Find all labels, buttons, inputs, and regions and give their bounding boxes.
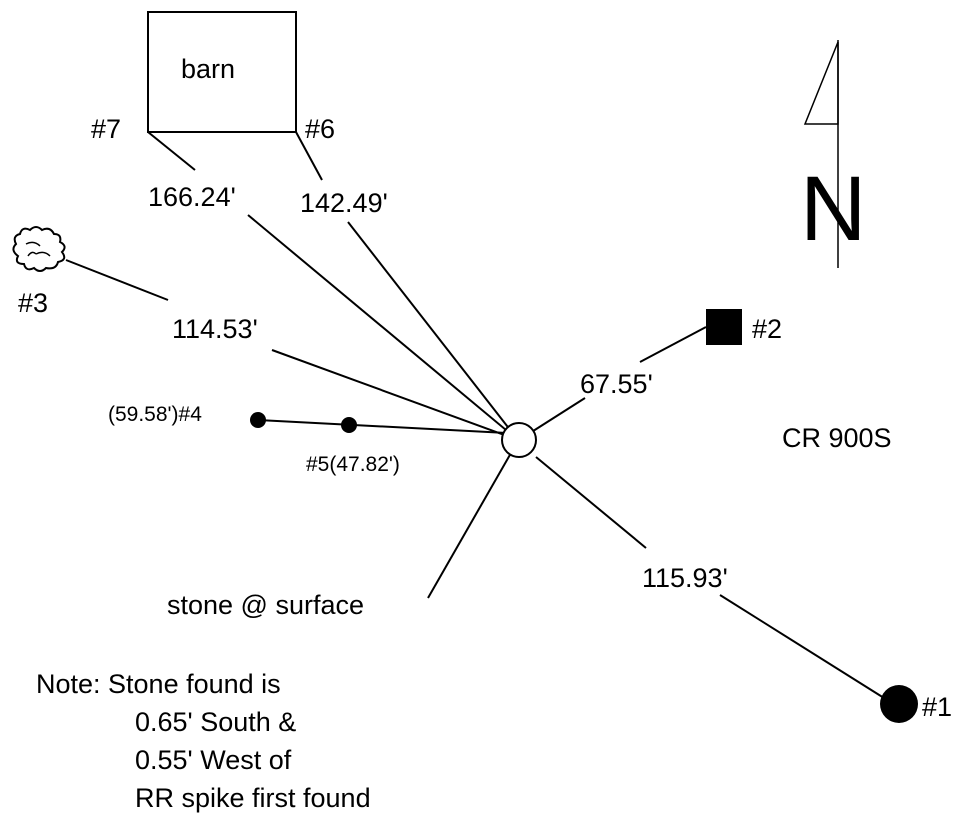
road-label: CR 900S (782, 423, 892, 453)
line-to-point-7 (147, 131, 519, 441)
line-to-point-3 (65, 259, 519, 441)
point-2-label: #2 (752, 314, 782, 344)
point-4-label: (59.58')#4 (108, 403, 202, 426)
note-line-1: Note: Stone found is (36, 669, 281, 699)
north-letter: N (800, 158, 866, 260)
stone-leader-line (427, 452, 512, 599)
bush-inner-detail (25, 241, 51, 257)
point-2-marker (706, 309, 742, 345)
line-to-point-2 (529, 326, 707, 434)
stone-label: stone @ surface (167, 590, 364, 620)
note-line-2: 0.65' South & (135, 707, 296, 737)
point-1-label: #1 (922, 692, 952, 722)
note: Note: Stone found is 0.65' South & 0.55'… (36, 669, 371, 813)
line-to-point-1 (535, 456, 885, 699)
note-line-3: 0.55' West of (135, 745, 292, 775)
point-1-marker (880, 685, 918, 723)
barn-label: barn (181, 54, 235, 84)
note-line-4: RR spike first found (135, 783, 371, 813)
point-6-label: #6 (305, 114, 335, 144)
bush-icon (12, 226, 66, 272)
stone-marker (501, 422, 537, 458)
barn-outline (147, 11, 297, 133)
point-3-label: #3 (18, 288, 48, 318)
line-to-point-4 (257, 419, 508, 434)
point-4-marker (250, 412, 266, 428)
north-arrow-icon (803, 40, 839, 268)
distance-to-point-7: 166.24' (148, 182, 236, 212)
distance-to-point-2: 67.55' (580, 369, 653, 399)
distance-to-point-6: 142.49' (300, 188, 388, 218)
line-to-point-6 (295, 131, 519, 441)
point-7-label: #7 (91, 114, 121, 144)
distance-to-point-3: 114.53' (172, 314, 258, 344)
point-5-marker (341, 417, 357, 433)
distance-to-point-1: 115.93' (642, 563, 728, 593)
point-5-label: #5(47.82') (306, 453, 400, 476)
